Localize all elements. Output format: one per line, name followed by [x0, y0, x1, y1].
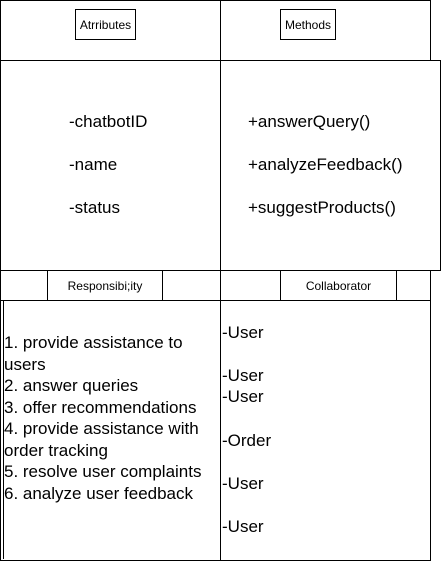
collaborator-item: -User	[222, 387, 264, 406]
collaborator-body-cell	[220, 300, 431, 561]
collaborator-item: -User	[222, 323, 264, 342]
methods-body-cell	[220, 60, 441, 271]
responsibility-item: 4. provide assistance with order trackin…	[4, 419, 199, 460]
collaborator-item: -User	[222, 474, 264, 493]
method-item: +analyzeFeedback()	[248, 155, 403, 174]
attributes-header-label: Atrributes	[75, 9, 136, 40]
responsibility-body-cell	[0, 300, 221, 561]
responsibility-list: 1. provide assistance to users 2. answer…	[4, 332, 218, 504]
attribute-item: -name	[69, 155, 118, 174]
responsibility-item: 3. offer recommendations	[4, 397, 197, 417]
method-item: +answerQuery()	[248, 112, 371, 131]
collaborator-item: -Order	[222, 431, 272, 450]
responsibility-item: 6. analyze user feedback	[4, 483, 194, 503]
responsibility-item: 2. answer queries	[4, 376, 139, 395]
collaborator-item: -User	[222, 517, 264, 536]
attribute-item: -status	[69, 198, 121, 217]
attribute-item: -chatbotID	[69, 112, 148, 131]
responsibility-item: 1. provide assistance to users	[4, 333, 183, 374]
collaborator-item: -User	[222, 366, 264, 385]
method-item: +suggestProducts()	[248, 198, 396, 217]
responsibility-header-label: Responsibi;ity	[47, 270, 163, 301]
responsibility-inner-border	[3, 300, 4, 559]
collaborator-header-label: Collaborator	[280, 270, 397, 301]
responsibility-item: 5. resolve user complaints	[4, 462, 202, 481]
methods-header-label: Methods	[280, 9, 336, 40]
